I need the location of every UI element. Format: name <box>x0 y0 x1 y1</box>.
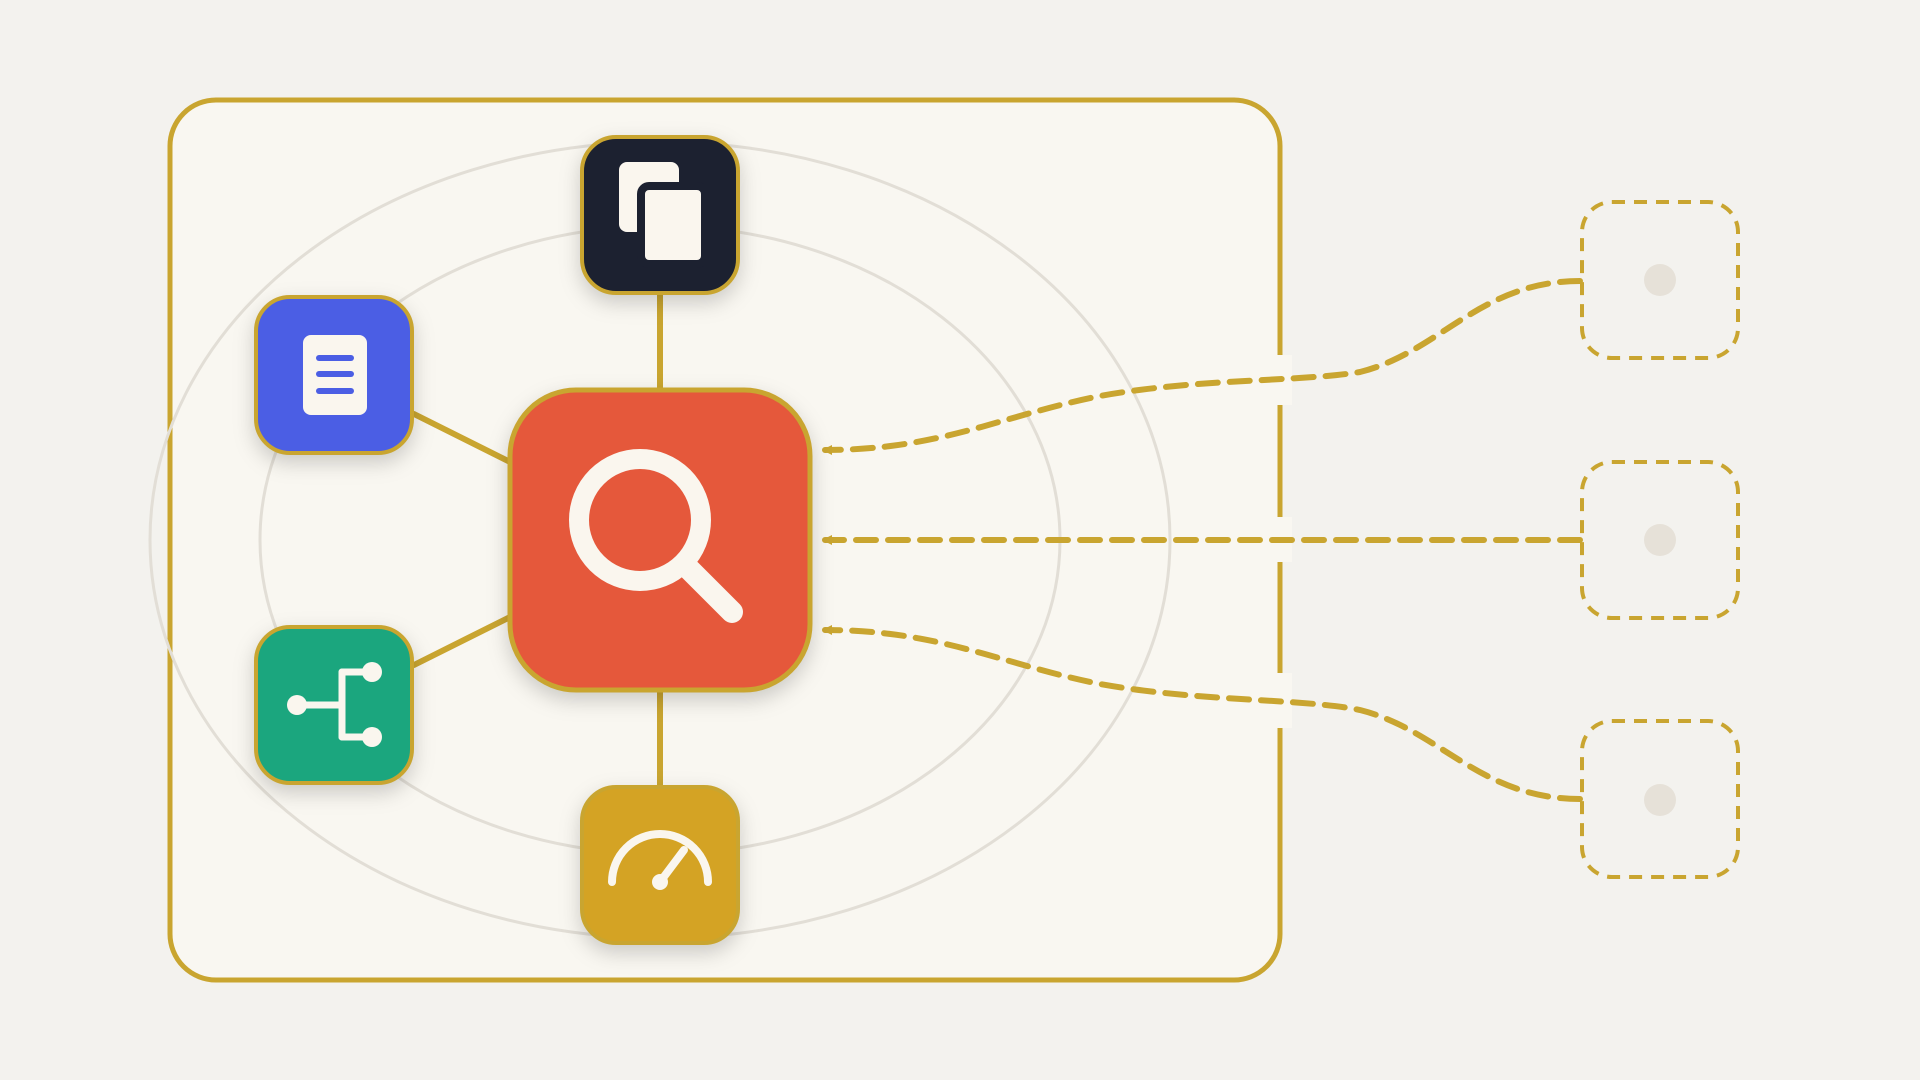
dot-icon <box>1644 524 1676 556</box>
hub-node-search[interactable] <box>507 387 813 693</box>
input-node-1[interactable] <box>1580 200 1740 360</box>
arrow-input-1 <box>822 278 1583 455</box>
connector-lower-left <box>411 614 513 668</box>
copy-icon <box>619 162 709 268</box>
dot-icon <box>1644 264 1676 296</box>
input-node-3[interactable] <box>1580 719 1740 879</box>
input-arrows <box>822 278 1583 802</box>
search-icon <box>569 449 743 623</box>
node-bottom-speedometer[interactable] <box>580 785 740 945</box>
arrow-input-3 <box>822 625 1583 802</box>
speedometer-icon <box>608 830 712 890</box>
node-upper-left-document[interactable] <box>254 295 414 455</box>
dot-icon <box>1644 784 1676 816</box>
branch-icon <box>287 662 382 747</box>
input-node-2[interactable] <box>1580 460 1740 620</box>
hub-connectors <box>411 289 663 790</box>
document-icon <box>303 335 367 415</box>
node-top-copy[interactable] <box>580 135 740 295</box>
connector-upper-left <box>411 411 513 465</box>
node-lower-left-branch[interactable] <box>254 625 414 785</box>
